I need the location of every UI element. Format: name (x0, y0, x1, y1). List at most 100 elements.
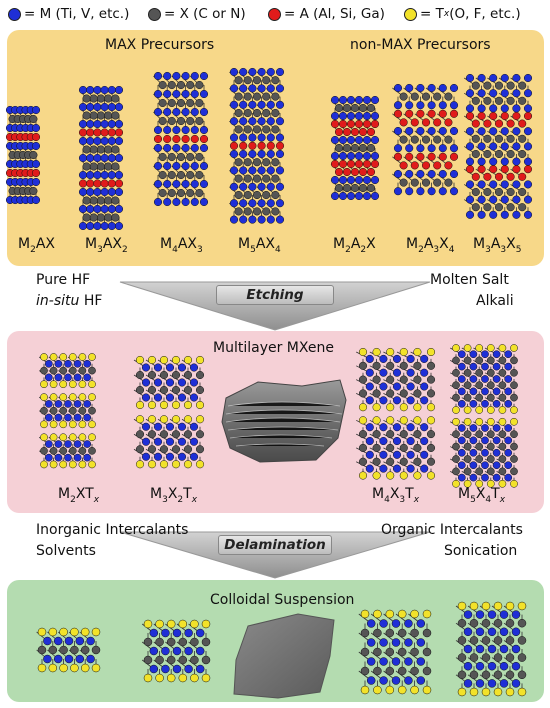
m-atom (153, 71, 163, 81)
a-atom (354, 119, 364, 129)
m-atom (504, 399, 513, 408)
m-atom (346, 191, 356, 201)
m-atom (163, 197, 172, 207)
m-atom (346, 111, 356, 121)
x-atom (483, 187, 492, 197)
t-atom (78, 460, 87, 469)
x-atom (271, 190, 280, 200)
m-atom (83, 413, 92, 422)
a-atom (471, 172, 480, 181)
m-atom (379, 382, 388, 391)
m-atom (64, 413, 72, 422)
m-atom (406, 354, 415, 363)
x-atom (195, 80, 204, 90)
m-atom (181, 143, 190, 153)
m-atom (189, 363, 199, 372)
m-atom (366, 638, 376, 647)
x-atom (386, 375, 395, 384)
t-atom (78, 433, 87, 442)
t-atom (68, 460, 77, 469)
m-atom (257, 149, 266, 159)
m-atom (229, 84, 239, 93)
m-atom (487, 627, 497, 637)
x-atom (469, 653, 479, 662)
x-atom (471, 96, 480, 105)
m-atom (481, 375, 489, 383)
etching-left-1: Pure HF (36, 272, 91, 288)
t-atom (68, 380, 77, 389)
x-atom (498, 356, 507, 365)
m-atom (438, 187, 447, 196)
m-atom (199, 143, 209, 153)
m-atom (469, 436, 478, 445)
x-atom (262, 190, 271, 200)
a-atom (438, 109, 447, 118)
a-atom (465, 165, 475, 174)
x-atom (505, 670, 515, 680)
m-atom (239, 117, 248, 126)
formula-m3a3x5: M3A3X5 (473, 236, 522, 255)
t-atom (178, 619, 188, 629)
x-atom (147, 370, 157, 380)
t-atom (78, 380, 87, 389)
m-atom (330, 175, 340, 185)
t-atom (68, 420, 77, 429)
a-atom (362, 159, 372, 169)
a-atom (338, 159, 348, 169)
x-atom (410, 666, 419, 676)
a-atom (334, 127, 344, 137)
x-atom (234, 125, 243, 134)
m-atom (239, 149, 248, 159)
m-atom (141, 378, 151, 387)
m-atom (449, 144, 459, 153)
m-atom (512, 142, 521, 151)
m-atom (477, 195, 486, 204)
etching-label: Etching (216, 285, 334, 305)
x-atom (463, 455, 472, 463)
x-atom (486, 356, 495, 365)
x-atom (373, 628, 382, 638)
x-atom (358, 143, 368, 153)
t-atom (372, 416, 381, 425)
t-atom (481, 687, 491, 697)
m-atom (393, 144, 403, 153)
m-atom (153, 393, 163, 402)
m-atom (362, 175, 372, 185)
t-atom (91, 663, 101, 673)
m-atom (114, 170, 124, 180)
x-atom (111, 162, 120, 171)
m-atom (189, 378, 199, 387)
m-atom (391, 619, 401, 628)
t-atom (386, 347, 395, 357)
x-atom (78, 366, 87, 375)
m-atom (504, 424, 513, 432)
m-atom (64, 636, 74, 646)
m-atom (31, 105, 41, 115)
m-atom (153, 437, 163, 446)
x-atom (190, 637, 199, 647)
m-atom (43, 654, 52, 664)
m-atom (523, 180, 533, 189)
x-atom (159, 370, 169, 380)
t-atom (183, 415, 193, 424)
m-atom (523, 195, 533, 204)
formula-m4x3tx: M4X3Tx (372, 486, 420, 505)
x-atom (463, 430, 472, 439)
x-atom (452, 467, 460, 476)
x-atom (147, 385, 157, 395)
x-atom (88, 366, 96, 375)
m-atom (457, 461, 466, 470)
m-atom (239, 67, 248, 77)
m-atom (512, 210, 521, 219)
m-atom (416, 83, 425, 93)
x-atom (183, 370, 193, 380)
m-atom (31, 195, 41, 205)
m-atom (469, 424, 478, 432)
m-atom (465, 127, 475, 136)
x-atom (469, 636, 479, 645)
m-atom (86, 654, 95, 664)
x-atom (518, 203, 527, 212)
x-atom (135, 445, 145, 454)
x-atom (386, 430, 395, 439)
